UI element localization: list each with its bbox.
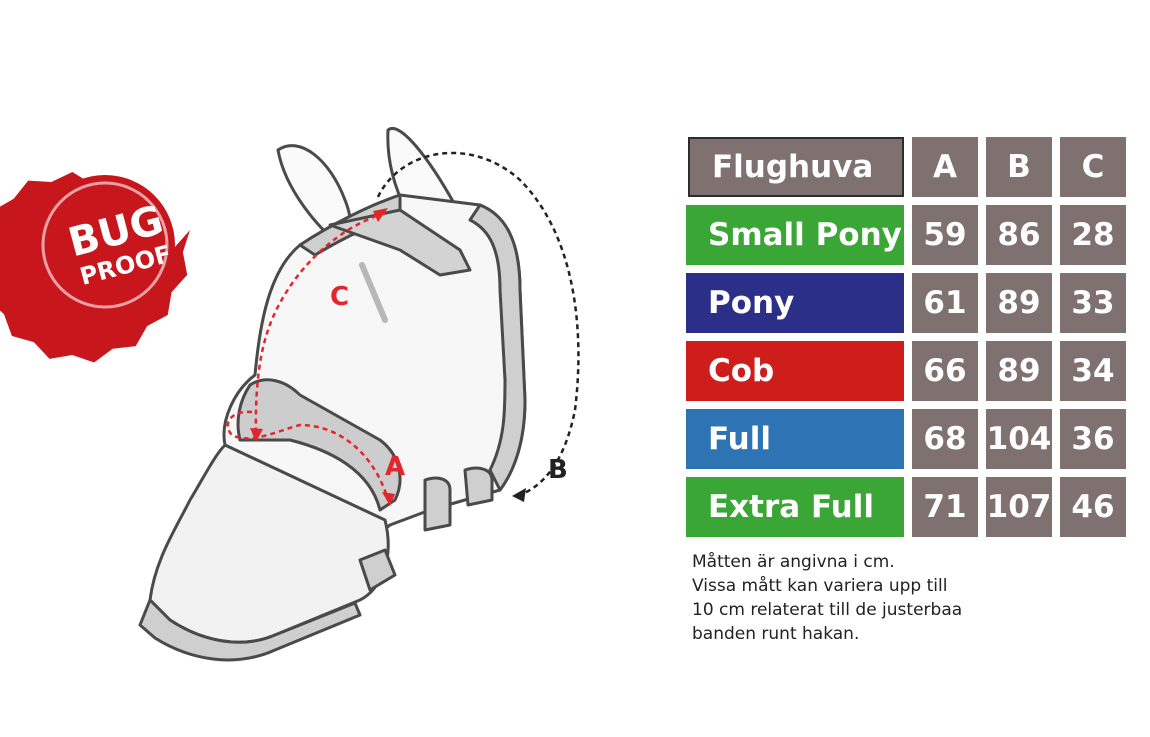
size-c-cell: 33 xyxy=(1060,273,1126,333)
size-a-cell: 68 xyxy=(912,409,978,469)
size-b-cell: 107 xyxy=(986,477,1052,537)
size-a-cell: 61 xyxy=(912,273,978,333)
note-line: Måtten är angivna i cm. xyxy=(692,552,895,572)
size-a-cell: 71 xyxy=(912,477,978,537)
note-line: banden runt hakan. xyxy=(692,624,860,644)
fly-mask-illustration: C A B BUG PROOF xyxy=(0,126,580,662)
size-name-cell: Small Pony xyxy=(686,205,904,265)
size-c-cell: 34 xyxy=(1060,341,1126,401)
size-a-cell: 59 xyxy=(912,205,978,265)
header-b-cell: B xyxy=(986,137,1052,197)
size-a-cell: 66 xyxy=(912,341,978,401)
size-c-cell: 46 xyxy=(1060,477,1126,537)
note-line: 10 cm relaterat till de justerbaa xyxy=(692,600,963,620)
header-a-cell: A xyxy=(912,137,978,197)
header-name-cell: Flughuva xyxy=(688,137,904,197)
note-line: Vissa mått kan variera upp till xyxy=(692,576,948,596)
size-name-cell: Cob xyxy=(686,341,904,401)
size-name-cell: Extra Full xyxy=(686,477,904,537)
bug-proof-badge: BUG PROOF xyxy=(0,172,190,363)
label-c: C xyxy=(330,282,349,312)
size-c-cell: 36 xyxy=(1060,409,1126,469)
size-name-cell: Pony xyxy=(686,273,904,333)
label-b: B xyxy=(548,455,568,485)
header-c-cell: C xyxy=(1060,137,1126,197)
fly-mask-drawing: C A B BUG PROOF xyxy=(0,126,580,662)
size-b-cell: 104 xyxy=(986,409,1052,469)
size-b-cell: 86 xyxy=(986,205,1052,265)
label-a: A xyxy=(385,452,405,482)
size-name-cell: Full xyxy=(686,409,904,469)
size-c-cell: 28 xyxy=(1060,205,1126,265)
size-b-cell: 89 xyxy=(986,341,1052,401)
size-b-cell: 89 xyxy=(986,273,1052,333)
measurement-note: Måtten är angivna i cm. Vissa mått kan v… xyxy=(692,550,1022,646)
